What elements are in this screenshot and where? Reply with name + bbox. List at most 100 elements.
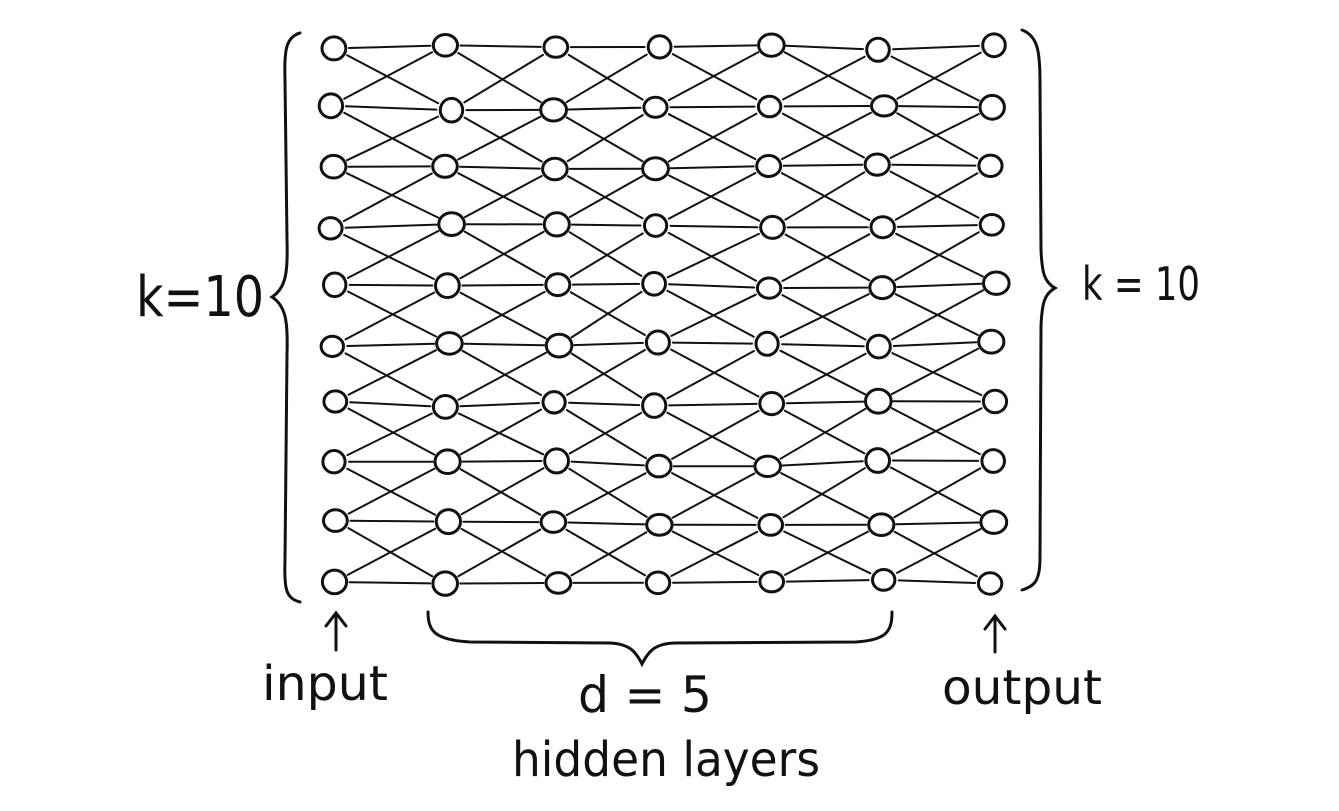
input-node	[317, 92, 345, 120]
hidden-node	[431, 570, 460, 597]
network-edge	[890, 407, 983, 455]
network-edge	[891, 289, 985, 341]
network-edge	[343, 111, 433, 161]
hidden-node	[433, 448, 462, 476]
network-edge	[898, 105, 979, 109]
network-edge	[673, 44, 758, 48]
network-nodes	[317, 32, 1011, 597]
network-edge	[346, 342, 436, 347]
input-node	[322, 389, 349, 414]
right-brace	[1020, 28, 1059, 592]
network-edge	[666, 289, 755, 338]
network-edge	[672, 580, 758, 584]
network-edge	[459, 230, 545, 280]
input-arrow-icon	[324, 610, 348, 652]
network-edge	[785, 44, 864, 51]
network-edge	[670, 293, 757, 337]
network-edge	[566, 349, 646, 396]
network-edge	[457, 52, 542, 104]
network-edge	[346, 115, 439, 162]
hidden-node	[758, 570, 786, 594]
network-edge	[568, 175, 644, 218]
network-edge	[570, 223, 642, 227]
network-edge	[779, 349, 866, 396]
hidden-node	[867, 512, 896, 538]
output-node	[977, 153, 1004, 179]
hidden-node	[645, 512, 674, 537]
network-edge	[346, 54, 440, 105]
network-edge	[344, 105, 438, 111]
network-edge	[567, 53, 644, 101]
network-edge	[889, 466, 982, 517]
network-edge	[896, 224, 978, 228]
network-edge	[346, 527, 437, 576]
hidden-node	[865, 36, 891, 63]
hidden-node	[864, 447, 892, 474]
hidden-node	[541, 156, 569, 182]
hidden-node	[542, 211, 571, 238]
hidden-node	[643, 213, 669, 238]
hidden-node	[756, 94, 783, 119]
network-edge	[349, 401, 432, 408]
hidden-node	[541, 390, 567, 415]
network-edge	[570, 352, 643, 399]
network-edge	[571, 282, 641, 286]
network-edge	[344, 352, 434, 401]
network-edge	[565, 528, 646, 577]
network-edge	[568, 231, 643, 277]
network-edge	[782, 163, 864, 167]
network-edge	[782, 467, 866, 519]
hidden-node	[539, 510, 568, 534]
hidden-node	[757, 513, 785, 537]
hidden-node	[755, 276, 783, 300]
hidden-node	[869, 215, 896, 240]
output-node	[982, 270, 1011, 296]
network-edge	[343, 51, 434, 100]
network-edge	[342, 172, 433, 223]
network-edge	[349, 519, 435, 523]
network-edge	[344, 291, 436, 341]
network-edge	[785, 579, 870, 583]
network-edge	[781, 112, 865, 159]
hidden-node	[544, 571, 573, 595]
hidden-node	[435, 331, 464, 356]
hidden-node	[539, 97, 568, 123]
hidden-node	[758, 391, 786, 417]
hidden-node	[871, 568, 897, 592]
input-node	[322, 508, 349, 533]
hidden-node	[641, 271, 667, 297]
network-edge	[669, 165, 755, 170]
left-brace	[269, 31, 302, 604]
network-edge	[889, 113, 980, 159]
network-edge	[566, 114, 644, 163]
network-edge	[666, 411, 756, 461]
network-edge	[669, 224, 759, 229]
k-left-label: k=10	[136, 265, 264, 330]
network-edge	[781, 343, 865, 348]
network-edge	[893, 467, 982, 519]
network-edge	[784, 530, 869, 576]
network-edge	[569, 232, 644, 278]
network-edge	[896, 282, 983, 288]
hidden-node	[431, 394, 459, 420]
network-edge	[784, 171, 866, 221]
input-node	[317, 216, 344, 241]
input-label: input	[262, 656, 388, 712]
network-edge	[671, 472, 756, 519]
network-edge	[457, 351, 547, 401]
network-edge	[892, 44, 980, 51]
hidden-node	[434, 272, 461, 300]
network-edge	[785, 400, 865, 405]
network-edge	[892, 341, 978, 347]
hidden-node	[644, 329, 671, 356]
network-edge	[896, 51, 982, 100]
network-edge	[459, 165, 541, 170]
hidden-node	[642, 95, 669, 119]
hidden-node	[437, 211, 466, 238]
network-edge	[347, 349, 437, 396]
input-node	[320, 568, 349, 596]
network-edge	[459, 291, 547, 340]
hidden-node	[431, 153, 459, 179]
output-node	[978, 93, 1006, 121]
network-edge	[894, 231, 980, 282]
